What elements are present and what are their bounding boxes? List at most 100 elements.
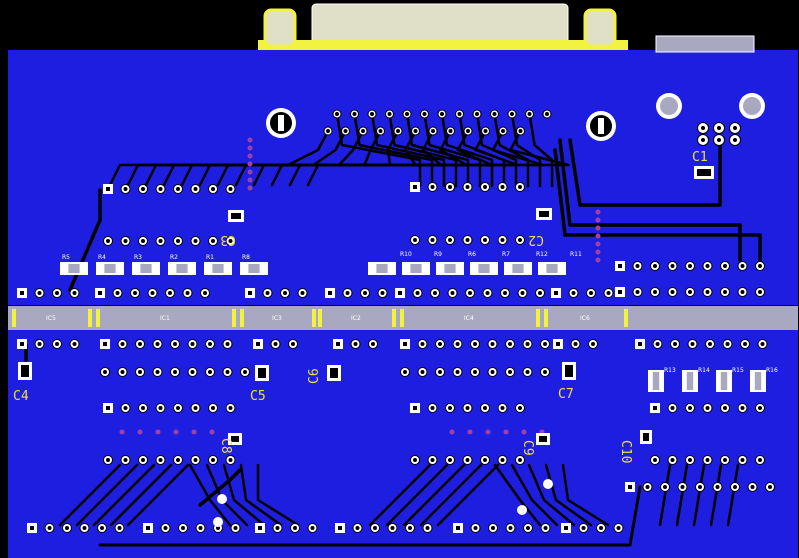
pad-hole xyxy=(158,406,163,410)
pad-hole xyxy=(248,291,252,295)
pad-hole xyxy=(413,129,418,133)
pad-hole xyxy=(396,129,400,133)
pad-hole xyxy=(273,342,278,346)
trace xyxy=(109,463,173,527)
usb-connector-icon[interactable] xyxy=(655,35,755,53)
pad-hole xyxy=(198,526,203,530)
pad-hole xyxy=(117,526,122,530)
trace xyxy=(440,112,494,188)
pad-hole xyxy=(518,406,522,410)
pad-hole xyxy=(618,264,622,268)
pad-hole xyxy=(37,291,42,295)
smd-capacitor-icon xyxy=(536,208,552,220)
pad-hole xyxy=(543,526,548,530)
pad-hole xyxy=(599,526,603,530)
via xyxy=(595,241,601,247)
pad-hole xyxy=(403,370,407,374)
smd-resistor-icon xyxy=(648,370,664,392)
smd-capacitor-icon xyxy=(228,433,242,445)
pad-hole xyxy=(760,342,765,346)
pad-hole xyxy=(475,112,479,116)
pad-hole xyxy=(208,342,212,346)
pad-hole xyxy=(589,291,593,295)
pad-hole xyxy=(343,129,348,133)
pad-hole xyxy=(141,458,145,462)
header-marker xyxy=(240,309,244,327)
pad-hole xyxy=(723,264,727,268)
pad-hole xyxy=(663,485,667,489)
trace xyxy=(419,463,483,527)
resistor-label: R2 xyxy=(170,254,178,261)
pad-hole xyxy=(336,342,340,346)
pad-hole xyxy=(768,485,772,489)
header-marker xyxy=(400,309,404,327)
pad-hole xyxy=(508,342,512,346)
pad-hole xyxy=(628,485,632,489)
trace xyxy=(544,463,593,527)
pad-hole xyxy=(638,342,642,346)
pad-hole xyxy=(106,187,110,191)
pad-hole xyxy=(430,406,435,410)
pad-hole xyxy=(373,526,377,530)
pad-hole xyxy=(233,526,238,530)
pad-hole xyxy=(168,291,172,295)
pad-hole xyxy=(673,342,677,346)
resistor-label: R10 xyxy=(400,251,412,258)
pad-hole xyxy=(72,342,77,346)
smd-capacitor-icon xyxy=(228,210,244,222)
trace xyxy=(458,112,506,188)
pad-hole xyxy=(413,238,417,242)
pad-hole xyxy=(265,291,270,295)
resistor-label: R13 xyxy=(664,367,676,374)
via xyxy=(595,233,601,239)
trace xyxy=(256,463,300,527)
trace xyxy=(493,112,530,188)
pad-hole xyxy=(581,526,586,530)
header-marker xyxy=(88,309,92,327)
smd-resistor-icon xyxy=(204,262,232,275)
pad-hole xyxy=(433,291,437,295)
resistor-label: R8 xyxy=(242,254,250,261)
pad-hole xyxy=(606,291,611,295)
pad-hole xyxy=(176,406,180,410)
pad-hole xyxy=(193,187,198,191)
ic-label: IC6 xyxy=(580,315,590,322)
pad-hole xyxy=(141,187,145,191)
smd-resistor-icon xyxy=(750,370,766,392)
pad-hole xyxy=(228,187,233,191)
pad-hole xyxy=(225,342,230,346)
pad-hole xyxy=(345,291,350,295)
pad-hole xyxy=(352,112,357,116)
pad-hole xyxy=(211,406,215,410)
pad-hole xyxy=(543,342,547,346)
pad-hole xyxy=(616,526,621,530)
smd-resistor-icon xyxy=(716,370,732,392)
pad-hole xyxy=(527,112,532,116)
via xyxy=(595,249,601,255)
pad-hole xyxy=(457,112,462,116)
pad-hole xyxy=(705,290,710,294)
pad-hole xyxy=(141,406,145,410)
pad-hole xyxy=(422,112,427,116)
pad-hole xyxy=(55,342,59,346)
pad-hole xyxy=(291,342,295,346)
db25-connector-icon[interactable] xyxy=(258,3,628,50)
pad-hole xyxy=(573,342,578,346)
pad-hole xyxy=(30,526,34,530)
pad-hole xyxy=(361,129,365,133)
pad-hole xyxy=(185,291,190,295)
pad-hole xyxy=(123,458,128,462)
pad-hole xyxy=(243,370,247,374)
pad-hole xyxy=(723,290,727,294)
pad-hole xyxy=(473,526,478,530)
pad-hole xyxy=(158,187,163,191)
pad-hole xyxy=(328,291,332,295)
pad-hole xyxy=(465,406,470,410)
pad-hole xyxy=(425,526,430,530)
pad-hole xyxy=(525,342,530,346)
capacitor-label: C1 xyxy=(692,150,708,165)
trace xyxy=(370,112,446,188)
pad-hole xyxy=(635,290,640,294)
pad-hole xyxy=(723,458,727,462)
trace xyxy=(222,463,266,527)
